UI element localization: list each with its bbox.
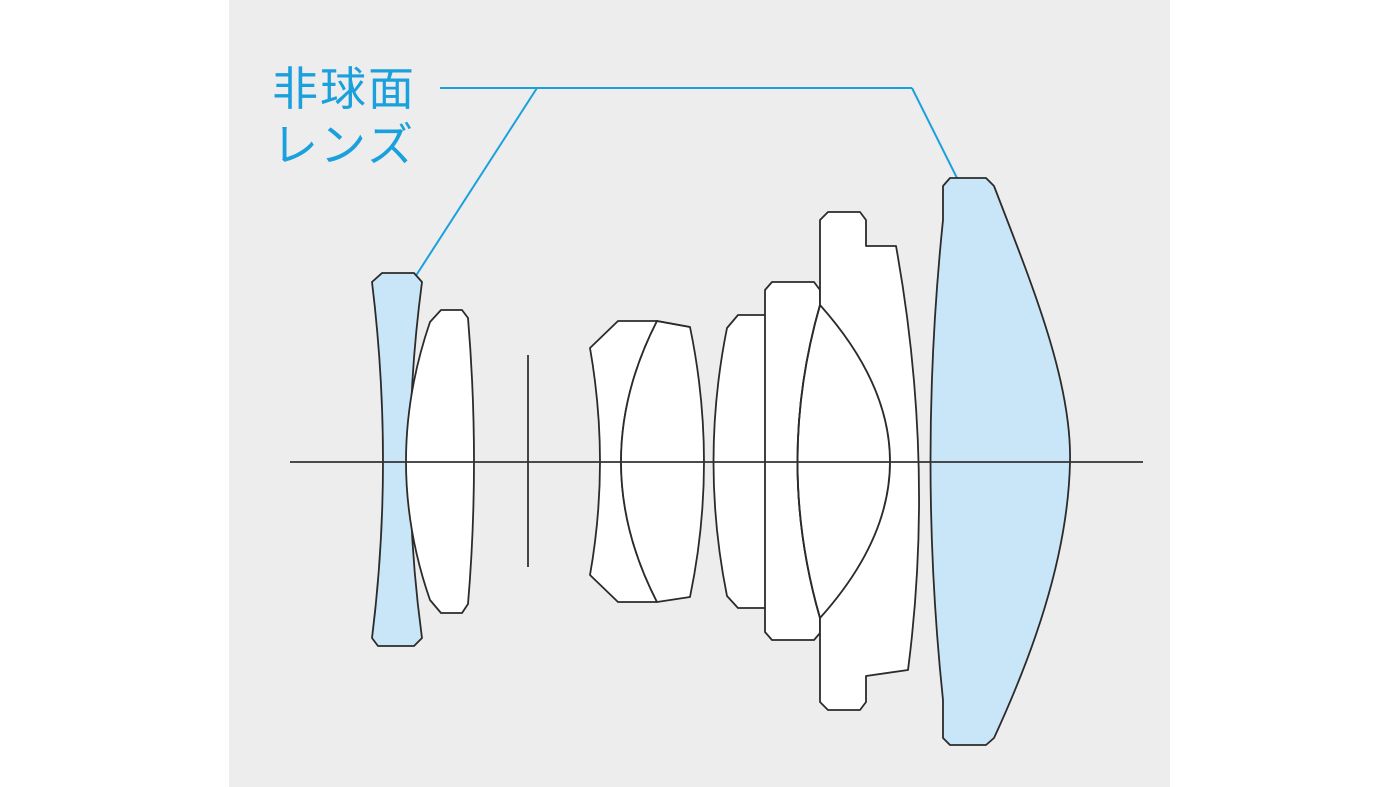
aspherical-label-line-1: 非球面: [272, 62, 416, 116]
element-4-top-edge: [656, 320, 691, 328]
aspherical-label-line-2: レンズ: [272, 118, 416, 172]
aspherical-lens-front: [371, 272, 423, 647]
callout-line-to-front-element: [407, 87, 538, 289]
